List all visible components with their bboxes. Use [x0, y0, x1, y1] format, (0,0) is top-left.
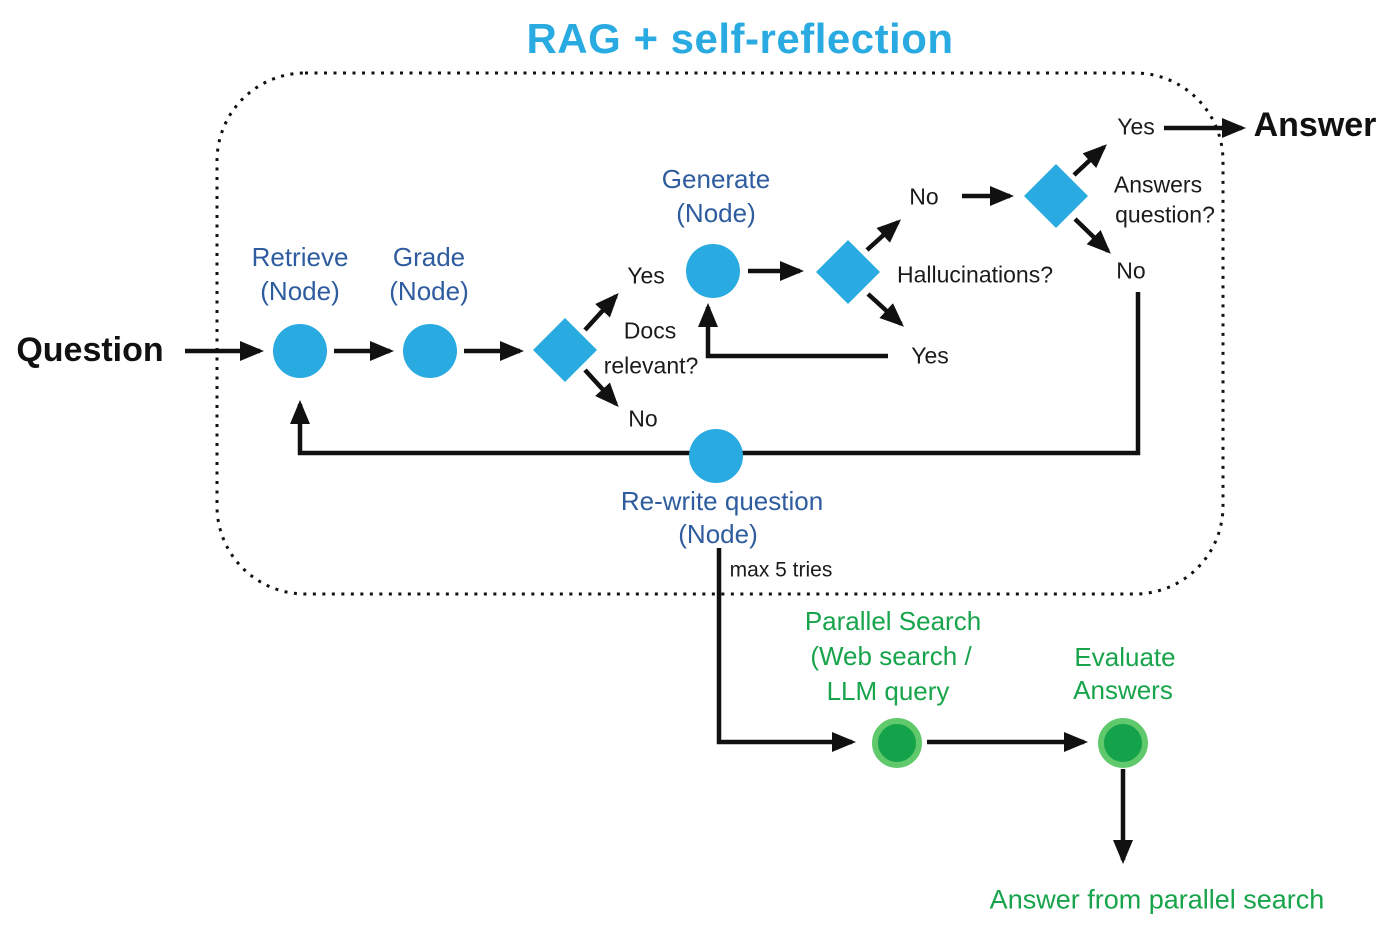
docs-no-label: No	[628, 405, 658, 432]
hallucinations-no-label: No	[909, 183, 939, 210]
docs-relevant-question-line2: relevant?	[603, 352, 699, 379]
answers-no-label: No	[1116, 257, 1146, 284]
max-tries-note: max 5 tries	[729, 558, 833, 582]
evaluate-answers-label-line2: Answers	[1073, 675, 1173, 705]
grade-node-label-line2: (Node)	[389, 276, 469, 306]
grade-node-circle	[403, 324, 457, 378]
diagram-title: RAG + self-reflection	[526, 15, 954, 62]
edge-yes-loop-to-generate	[698, 303, 888, 359]
rag-boundary-box	[215, 71, 1225, 596]
rewrite-node-label-line2: (Node)	[678, 519, 758, 549]
evaluate-answers-label-line1: Evaluate	[1074, 642, 1176, 672]
answers-question-label-line1: Answers	[1113, 171, 1203, 198]
answer-label: Answer	[1253, 106, 1377, 144]
answers-question-label-line2: question?	[1115, 201, 1215, 228]
rewrite-node-circle	[689, 429, 743, 483]
hallucinations-yes-label: Yes	[911, 342, 949, 369]
parallel-search-label-line2: (Web search /	[810, 641, 972, 671]
hallucinations-diamond	[816, 240, 880, 304]
generate-node-label-line1: Generate	[661, 164, 771, 194]
retrieve-node-label-line1: Retrieve	[251, 242, 349, 272]
parallel-search-label-line3: LLM query	[826, 676, 950, 706]
question-label: Question	[16, 331, 164, 369]
docs-relevant-diamond	[533, 318, 597, 382]
edge-hallucinations-no	[865, 219, 901, 252]
edge-docs-yes	[583, 293, 619, 332]
evaluate-answers-node-circle	[1098, 718, 1148, 768]
parallel-search-node-circle	[872, 718, 922, 768]
answers-yes-label: Yes	[1117, 113, 1155, 140]
generate-node-circle	[686, 244, 740, 298]
edge-answers-no	[1073, 217, 1111, 254]
edge-rewrite-to-parallel-search	[716, 548, 856, 752]
edge-docs-no	[583, 368, 619, 407]
retrieve-node-circle	[273, 324, 327, 378]
generate-node-label-line2: (Node)	[676, 198, 756, 228]
answers-question-diamond	[1024, 164, 1088, 228]
hallucinations-question-label: Hallucinations?	[897, 261, 1053, 288]
grade-node-label-line1: Grade	[392, 242, 466, 272]
edge-hallucinations-yes	[866, 292, 904, 327]
edge-answers-yes	[1072, 144, 1107, 177]
docs-relevant-question-line1: Docs	[623, 317, 677, 344]
docs-yes-label: Yes	[627, 262, 665, 289]
parallel-search-label-line1: Parallel Search	[804, 606, 982, 636]
parallel-answer-label: Answer from parallel search	[989, 884, 1325, 915]
retrieve-node-label-line2: (Node)	[260, 276, 340, 306]
rewrite-node-label-line1: Re-write question	[620, 486, 824, 516]
